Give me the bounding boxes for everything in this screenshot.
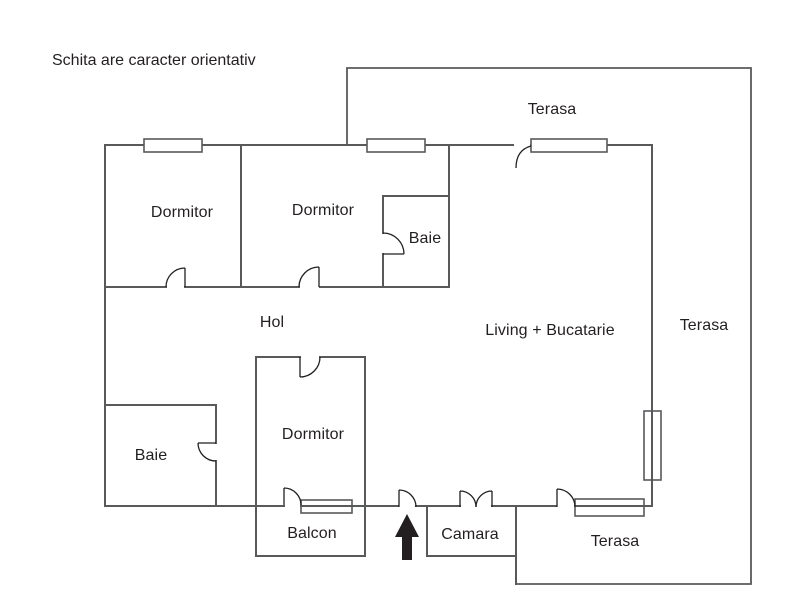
wall-dormitor-bottom <box>255 356 366 557</box>
wall-camara <box>426 505 517 585</box>
door-baie-bottom <box>197 442 217 462</box>
room-label-baie-top: Baie <box>408 230 442 247</box>
door-entrance <box>398 489 417 508</box>
window-right-wall <box>643 410 662 481</box>
room-label-terasa-top: Terasa <box>527 101 577 118</box>
window-top-left <box>143 138 203 153</box>
interior-walls <box>104 144 517 585</box>
window-bottom-living <box>574 498 645 517</box>
disclaimer-text: Schita are caracter orientativ <box>52 52 256 69</box>
door-baie-top <box>382 232 405 255</box>
window-top-right <box>530 138 608 153</box>
door-terasa-top <box>515 145 532 169</box>
room-label-dormitor-top-middle: Dormitor <box>291 202 355 219</box>
door-camara-right <box>475 490 493 508</box>
door-terasa-bottom <box>556 488 576 508</box>
room-label-balcon: Balcon <box>287 525 337 542</box>
door-dormitor-top-middle <box>298 266 320 288</box>
window-balcon <box>300 499 353 514</box>
windows <box>143 138 662 517</box>
door-dormitor-top-left <box>165 267 186 288</box>
wall-baie-bottom <box>104 404 217 507</box>
room-label-hol: Hol <box>259 314 285 331</box>
room-label-terasa-right: Terasa <box>679 317 729 334</box>
room-label-dormitor-bottom: Dormitor <box>281 426 345 443</box>
window-top-middle <box>366 138 426 153</box>
doors <box>165 145 576 508</box>
room-label-baie-bottom: Baie <box>134 447 168 464</box>
room-label-dormitor-top-left: Dormitor <box>150 204 214 221</box>
up-arrow-icon <box>395 514 419 560</box>
door-camara-left <box>459 490 477 508</box>
room-label-camara: Camara <box>441 526 499 543</box>
room-label-terasa-bottom: Terasa <box>590 533 640 550</box>
room-label-living-bucatarie: Living + Bucatarie <box>485 322 615 339</box>
wall-baie-top <box>382 195 450 288</box>
door-dormitor-bottom <box>299 356 321 378</box>
door-balcon <box>283 487 302 506</box>
